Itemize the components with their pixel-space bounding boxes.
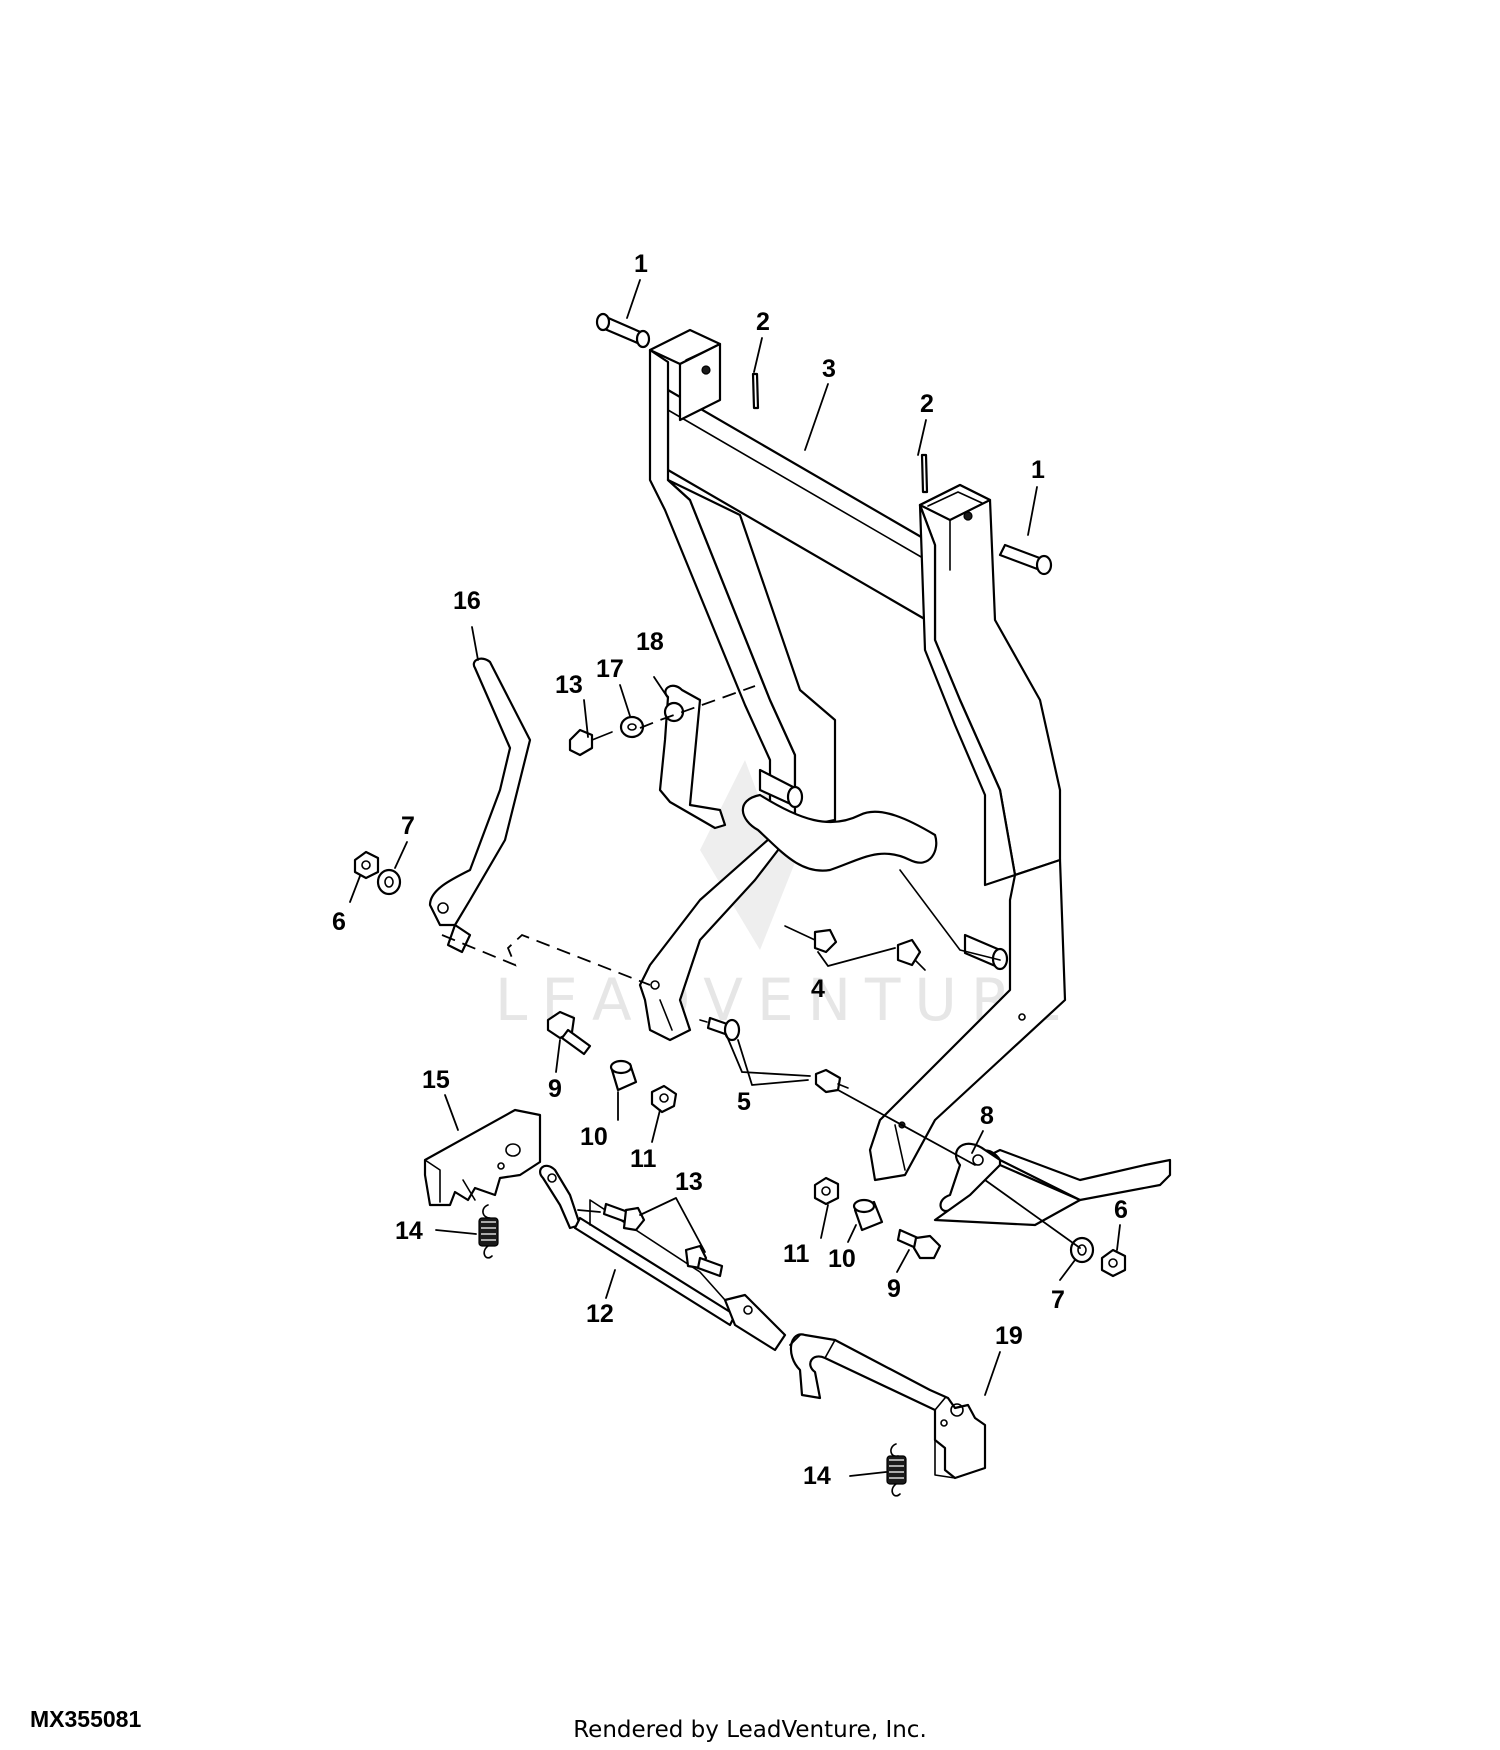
- callout-7: 7: [1051, 1286, 1065, 1314]
- bolt-part-9-right: [896, 1228, 942, 1260]
- assembly-lines: [441, 685, 1081, 1346]
- bracket-part-18: [658, 684, 727, 830]
- callout-13: 13: [555, 671, 583, 699]
- callout-11: 11: [630, 1145, 657, 1173]
- washer-part-17: [619, 715, 645, 739]
- bolt-part-13-lower-b: [684, 1244, 724, 1278]
- callout-4: 4: [811, 975, 825, 1003]
- watermark-text: LEADVENTURE: [495, 966, 1076, 1034]
- bolt-part-4-a: [784, 925, 838, 954]
- callout-14: 14: [803, 1462, 831, 1490]
- callout-15: 15: [422, 1066, 450, 1094]
- pin-part-1-left: [595, 312, 651, 349]
- lift-frame-part-3: [638, 328, 1067, 1182]
- callout-14: 14: [395, 1217, 423, 1245]
- clevis-pin-part-5-a: [699, 1016, 741, 1042]
- callout-2: 2: [756, 308, 770, 336]
- bracket-part-15: [423, 1108, 542, 1207]
- callout-6: 6: [332, 908, 346, 936]
- nut-part-6-right: [1100, 1248, 1127, 1278]
- bracket-part-19: [789, 1333, 987, 1480]
- lift-arm-part-8: [898, 1121, 1172, 1227]
- spring-part-14-left: [478, 1204, 499, 1259]
- nut-part-11-left: [650, 1084, 678, 1114]
- callout-18: 18: [636, 628, 664, 656]
- footer-credit: Rendered by LeadVenture, Inc.: [573, 1717, 927, 1743]
- spring-part-14-right: [886, 1443, 907, 1497]
- callout-5: 5: [737, 1088, 751, 1116]
- bolt-part-13-upper: [568, 728, 613, 757]
- callout-10: 10: [828, 1245, 856, 1273]
- washer-part-7-right: [1069, 1236, 1095, 1264]
- bushing-part-10-right: [852, 1198, 884, 1232]
- callout-9: 9: [887, 1275, 901, 1303]
- nut-part-6-left: [353, 850, 380, 880]
- callout-1: 1: [1031, 456, 1045, 484]
- clevis-pin-part-5-b: [814, 1068, 849, 1094]
- callout-6: 6: [1114, 1196, 1128, 1224]
- callout-12: 12: [586, 1300, 614, 1328]
- callout-7: 7: [401, 812, 415, 840]
- bolt-part-4-b: [896, 938, 926, 971]
- pin-part-1-right: [963, 511, 1053, 576]
- nut-part-11-right: [813, 1176, 840, 1206]
- callout-16: 16: [453, 587, 481, 615]
- lift-arm-part-16: [428, 657, 532, 954]
- callouts: 1 1 2 2 3 4 5 6 6 7 7 8 9 9 10 10 11 11 …: [332, 250, 1128, 1490]
- spring-pin-part-2-right: [920, 453, 929, 494]
- draft-link-part-12: [539, 1164, 787, 1352]
- callout-1: 1: [634, 250, 648, 278]
- callout-17: 17: [596, 655, 624, 683]
- callout-19: 19: [995, 1322, 1023, 1350]
- bushing-part-10-left: [609, 1059, 638, 1092]
- callout-11: 11: [783, 1240, 810, 1268]
- figure-code: MX355081: [30, 1706, 142, 1732]
- callout-9: 9: [548, 1075, 562, 1103]
- bolt-part-13-lower-a: [602, 1202, 646, 1232]
- callout-8: 8: [980, 1102, 994, 1130]
- spring-pin-part-2-left: [701, 365, 760, 410]
- rock-shaft: [741, 793, 1001, 961]
- washer-part-7-left: [376, 868, 402, 896]
- callout-3: 3: [822, 355, 836, 383]
- callout-13: 13: [675, 1168, 703, 1196]
- leader-lines: [349, 279, 1121, 1477]
- callout-2: 2: [920, 390, 934, 418]
- bolt-part-9-left: [546, 1010, 592, 1056]
- callout-10: 10: [580, 1123, 608, 1151]
